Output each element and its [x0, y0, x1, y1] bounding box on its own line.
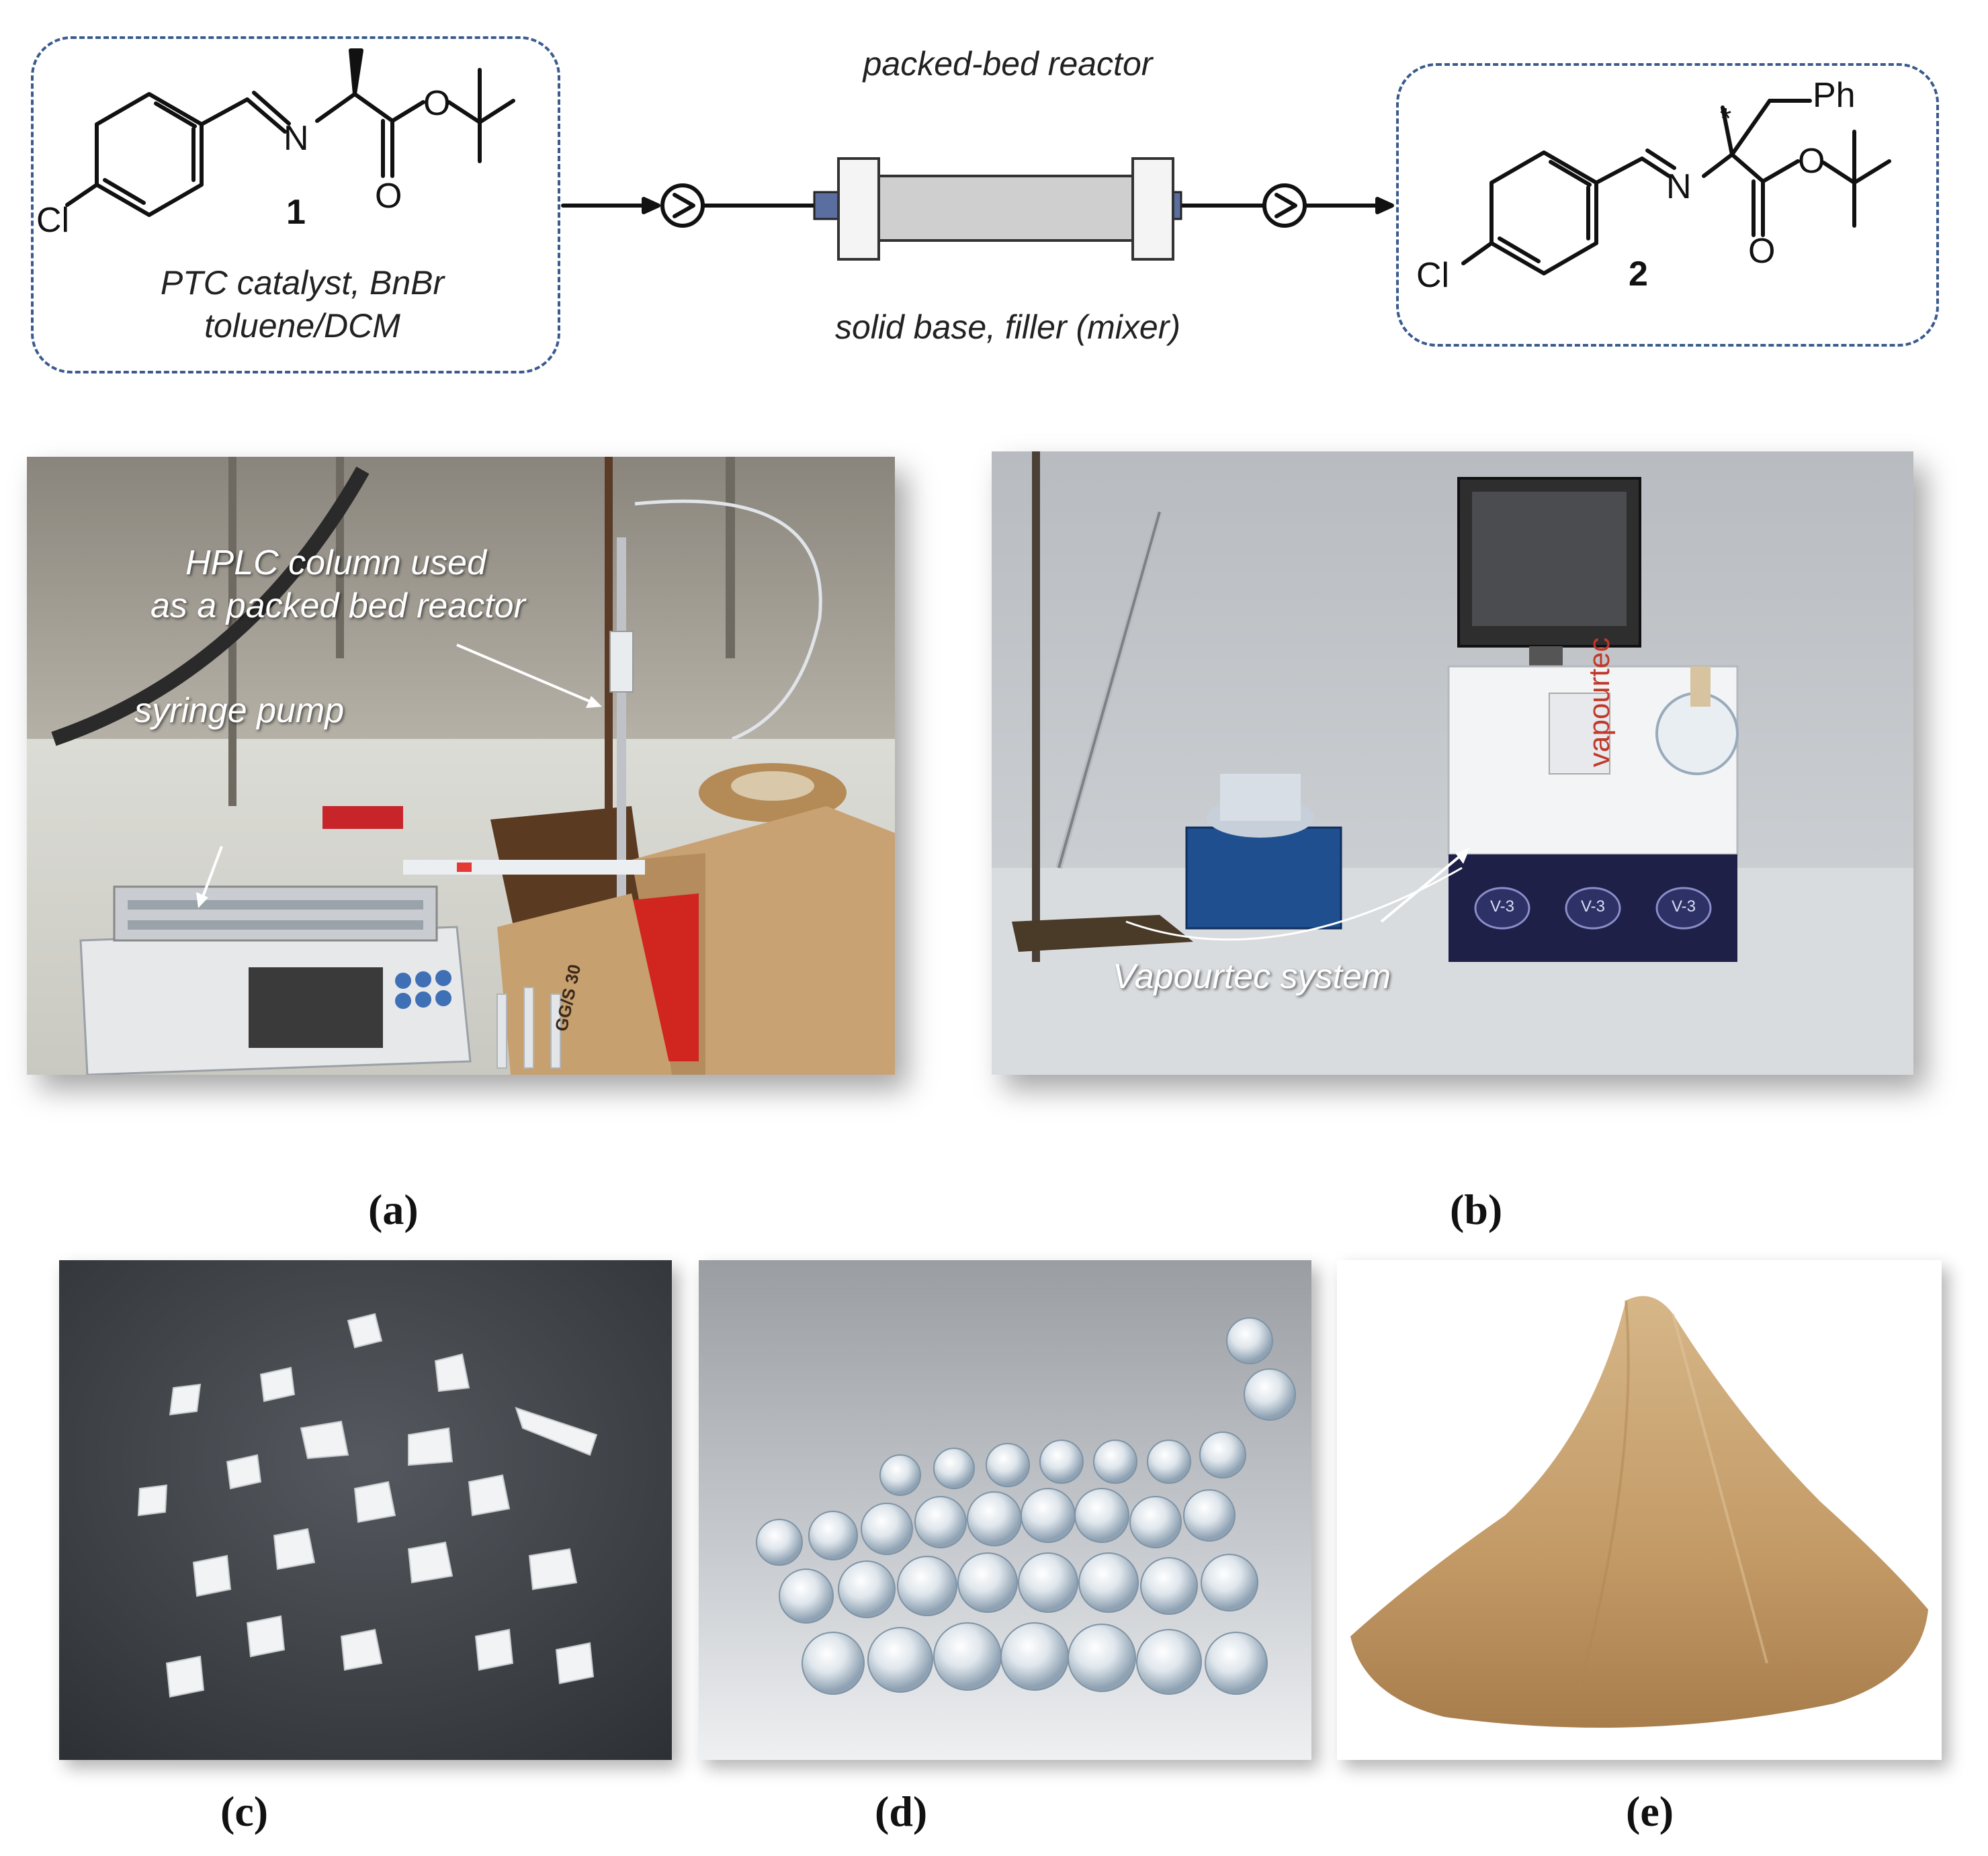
photo-c-solid-base-flakes [59, 1260, 672, 1760]
reactant-cl-atom: Cl [36, 201, 70, 240]
annotation-vapourtec-system: Vapourtec system [1113, 957, 1391, 996]
reactant-n-atom: N [284, 119, 309, 158]
product-compound-number: 2 [1629, 255, 1648, 294]
reactor-top-label: packed-bed reactor [863, 45, 1153, 83]
panel-label-a: (a) [368, 1186, 419, 1233]
product-o-ester-atom: O [1798, 142, 1825, 181]
product-cl-bond [1461, 241, 1494, 265]
panel-label-c: (c) [220, 1787, 269, 1835]
photo-b-vapourtec-system: vapourtec V-3 V-3 V-3 Vapourtec system [992, 451, 1913, 1075]
reactant-cl-bond [65, 183, 99, 207]
reactant-conditions-line2: toluene/DCM [204, 307, 400, 345]
vapourtec-brand-text: vapourtec [1583, 637, 1616, 767]
reactant-conditions-line1: PTC catalyst, BnBr [160, 264, 445, 302]
reactant-benzene-ring [95, 92, 204, 217]
product-ph-group: Ph [1813, 76, 1856, 115]
panel-label-d: (d) [875, 1787, 928, 1835]
product-stereo-mark: * [1720, 102, 1732, 135]
reactant-o-carbonyl-atom: O [375, 177, 402, 216]
photo-d-glass-beads [699, 1260, 1311, 1760]
pump-icon-right [1262, 183, 1307, 228]
product-cl-atom: Cl [1416, 256, 1450, 295]
packed-bed-reactor-drawing [813, 157, 1182, 261]
reactor-bottom-label: solid base, filler (mixer) [834, 308, 1180, 346]
valve-label-3: V-3 [1672, 897, 1696, 916]
reactant-o-ester-atom: O [423, 84, 451, 123]
stereo-wedge [349, 48, 363, 96]
photo-a-syringe-pump-setup: HPLC column used as a packed bed reactor… [27, 457, 895, 1075]
valve-label-1: V-3 [1490, 897, 1515, 916]
panel-label-e: (e) [1626, 1787, 1674, 1835]
reactant-compound-number: 1 [286, 193, 306, 232]
reactant-box [31, 36, 560, 373]
valve-label-2: V-3 [1581, 897, 1606, 916]
product-benzene-ring [1489, 150, 1598, 275]
product-n-atom: N [1666, 167, 1692, 206]
product-box [1396, 63, 1939, 347]
panel-label-b: (b) [1450, 1186, 1503, 1233]
annotation-hplc-column-line1: HPLC column used [185, 543, 486, 582]
annotation-syringe-pump: syringe pump [134, 691, 345, 730]
photo-e-sand-filler [1337, 1260, 1942, 1760]
reaction-scheme [65, 48, 1891, 275]
pump-icon-left [660, 183, 705, 228]
product-o-carbonyl-atom: O [1748, 232, 1776, 271]
annotation-hplc-column-line2: as a packed bed reactor [150, 586, 525, 625]
